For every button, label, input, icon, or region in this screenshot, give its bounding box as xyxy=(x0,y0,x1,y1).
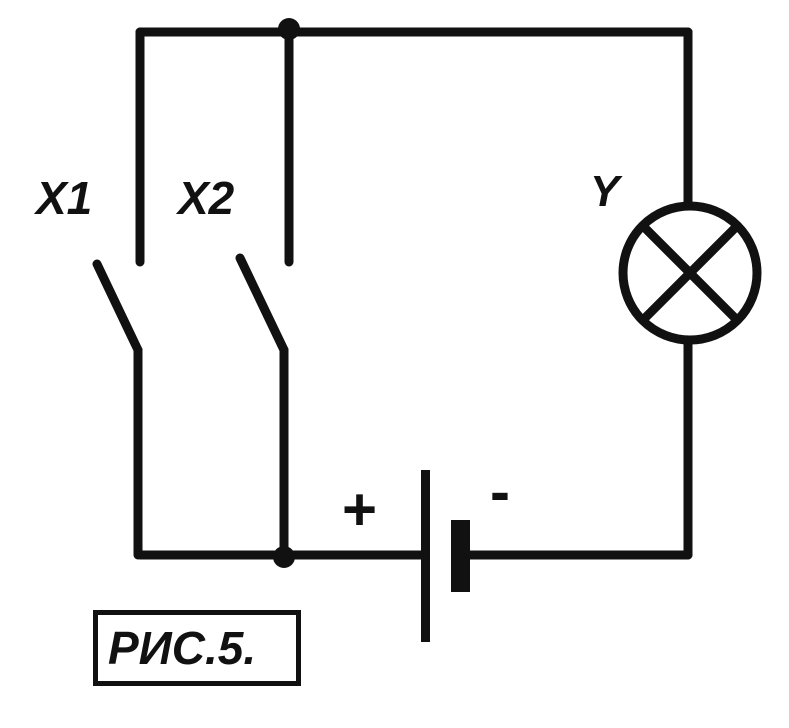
switch-x1-blade xyxy=(92,259,143,355)
lamp-cross-b xyxy=(638,221,742,325)
figure-caption: РИС.5. xyxy=(108,622,257,674)
figure-caption-box: РИС.5. xyxy=(93,610,301,686)
battery xyxy=(421,470,470,642)
junction-dot-top xyxy=(278,18,300,40)
battery-negative-plate xyxy=(451,520,470,592)
junction-dot-bottom xyxy=(273,546,295,568)
lamp-label: Y xyxy=(590,167,620,216)
lamp-y xyxy=(618,201,762,345)
switch-x2-blade xyxy=(235,253,289,355)
switch-x1 xyxy=(92,27,145,560)
switch-x2-label: X2 xyxy=(178,172,235,224)
battery-positive-sign: + xyxy=(342,476,378,543)
battery-positive-plate xyxy=(421,470,430,642)
switch-x1-label: X1 xyxy=(36,172,93,224)
switch-x2 xyxy=(235,27,294,560)
battery-negative-sign: - xyxy=(490,458,510,525)
